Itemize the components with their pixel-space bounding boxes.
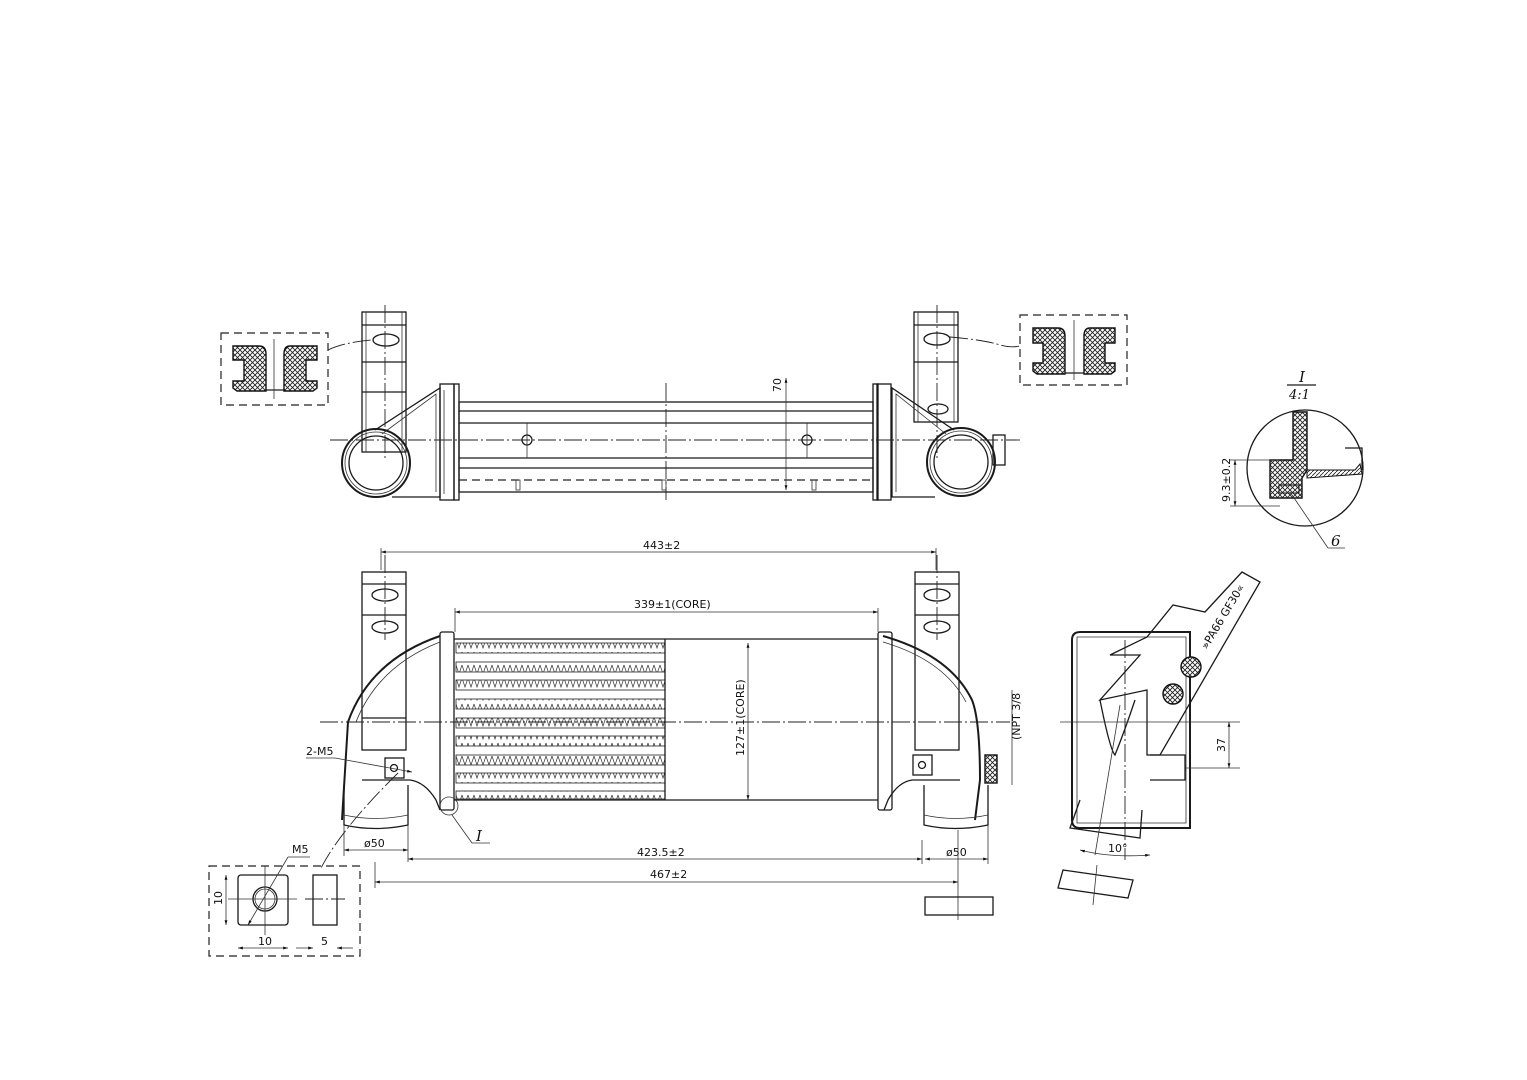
angle-10deg: 10° — [1108, 842, 1128, 855]
bolt-callout: 2-M5 — [306, 745, 333, 758]
dim-offset-37: 37 — [1215, 738, 1228, 752]
nut-dim-width: 10 — [258, 935, 272, 948]
dim-overall-top: 443±2 — [643, 539, 680, 552]
bushing-section-right — [949, 314, 1128, 386]
core-fins — [455, 642, 666, 800]
bushing-section-left — [220, 332, 373, 406]
top-view: 70 — [220, 305, 1128, 501]
dim-core-width: 339±1(CORE) — [634, 598, 711, 611]
dim-core-height: 127±1(CORE) — [734, 679, 747, 756]
part-ref-6: 6 — [1331, 532, 1341, 550]
dim-pipe-centers: 423.5±2 — [637, 846, 685, 859]
dim-inlet-left: ø50 — [364, 837, 385, 850]
nut-detail: M5 10 10 5 — [208, 843, 361, 957]
nut-dim-thickness: 5 — [321, 935, 328, 948]
detail-I: I 4:1 9.3±0.2 6 — [1220, 368, 1364, 550]
detail-label: I — [1298, 368, 1306, 386]
front-view: 443±2 339±1(CORE) — [306, 539, 1023, 920]
detail-ref-I: I — [475, 827, 483, 845]
detail-scale: 4:1 — [1288, 388, 1310, 403]
dim-overall-bottom: 467±2 — [650, 868, 687, 881]
nut-dim-height: 10 — [212, 891, 225, 905]
nut-thread: M5 — [292, 843, 309, 856]
dim-height-70: 70 — [771, 378, 784, 392]
npt-thread-port: (NPT 3/8 — [1010, 693, 1023, 740]
dim-inlet-right: ø50 — [946, 846, 967, 859]
detail-dim-seal: 9.3±0.2 — [1220, 458, 1233, 502]
side-view: »PA66 GF30« 37 10° — [1057, 571, 1261, 906]
